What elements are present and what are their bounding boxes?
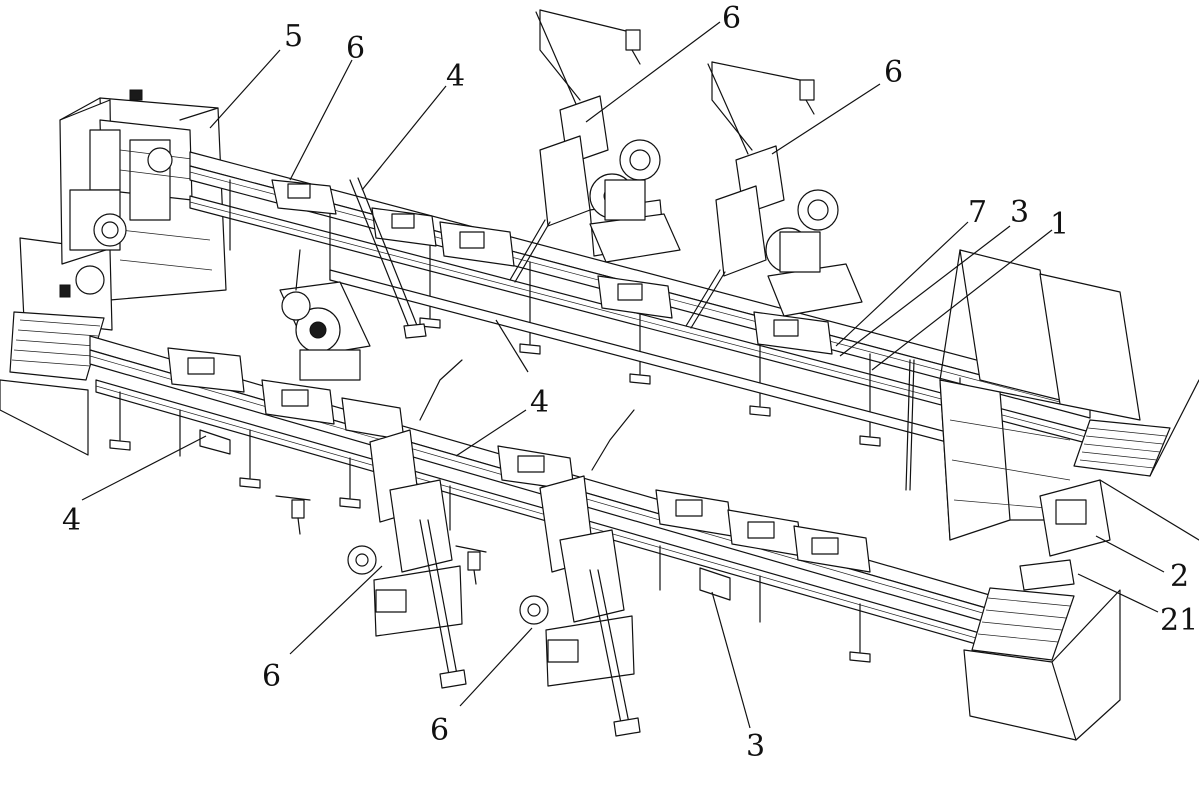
callout-3-bottom: 3 bbox=[746, 729, 765, 764]
hanging-tools bbox=[275, 495, 487, 585]
callout-2: 2 bbox=[1170, 559, 1189, 594]
callout-leaders bbox=[81, 21, 1165, 729]
lower-pallets bbox=[167, 347, 871, 573]
callout-7: 7 bbox=[968, 195, 987, 230]
robot-bottom-middle bbox=[519, 409, 641, 737]
left-end-station bbox=[0, 89, 227, 456]
callout-6-top-mid: 6 bbox=[722, 1, 741, 36]
callout-6-bottom-mid: 6 bbox=[430, 713, 449, 748]
callout-labels: 5 6 4 6 6 7 3 1 4 4 4 2 21 6 6 3 bbox=[62, 1, 1198, 764]
robot-top-right bbox=[685, 61, 863, 329]
callout-6-top-left: 6 bbox=[346, 31, 365, 66]
robot-left-interior bbox=[279, 249, 371, 381]
callout-6-bottom-left: 6 bbox=[262, 659, 281, 694]
robot-top-middle bbox=[509, 9, 681, 283]
callout-6-top-right: 6 bbox=[884, 55, 903, 90]
callout-3-right: 3 bbox=[1010, 195, 1029, 230]
callout-1: 1 bbox=[1050, 207, 1069, 242]
callout-21: 21 bbox=[1160, 603, 1198, 638]
callout-4-left: 4 bbox=[62, 503, 81, 538]
upper-pallets bbox=[271, 179, 833, 355]
right-end-station bbox=[905, 249, 1199, 741]
callout-4-top: 4 bbox=[446, 59, 465, 94]
robot-bottom-left bbox=[347, 359, 467, 689]
support-posts bbox=[349, 177, 427, 339]
callout-4-center: 4 bbox=[530, 385, 549, 420]
callout-5-top: 5 bbox=[284, 19, 303, 54]
